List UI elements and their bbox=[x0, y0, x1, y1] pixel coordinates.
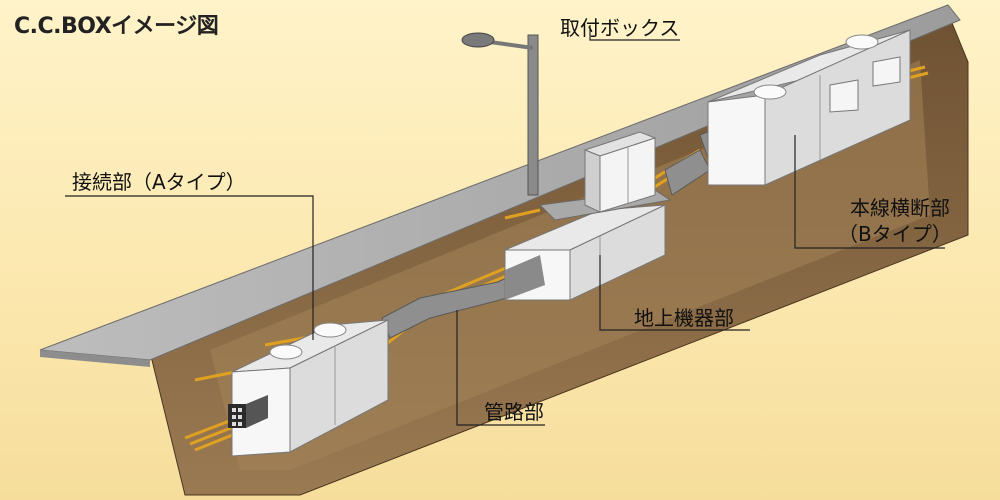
label-main-line-b-type: （Bタイプ） bbox=[838, 222, 952, 246]
connection-box-a bbox=[228, 319, 389, 457]
road-edge bbox=[40, 350, 150, 367]
label-connection-a-type: 接続部（Aタイプ） bbox=[72, 170, 246, 194]
ground-equipment-box bbox=[504, 204, 666, 301]
diagram-title: C.C.BOXイメージ図 bbox=[14, 14, 219, 39]
label-ground-equipment: 地上機器部 bbox=[634, 306, 734, 330]
label-main-line-crossing: 本線横断部 bbox=[850, 196, 950, 220]
leader-lines bbox=[65, 25, 945, 426]
ground-equipment-cabinet bbox=[583, 131, 657, 213]
label-mounting-box: 取付ボックス bbox=[560, 16, 680, 40]
label-conduit: 管路部 bbox=[484, 400, 544, 424]
main-line-box-b bbox=[707, 29, 911, 186]
street-light bbox=[461, 32, 539, 196]
